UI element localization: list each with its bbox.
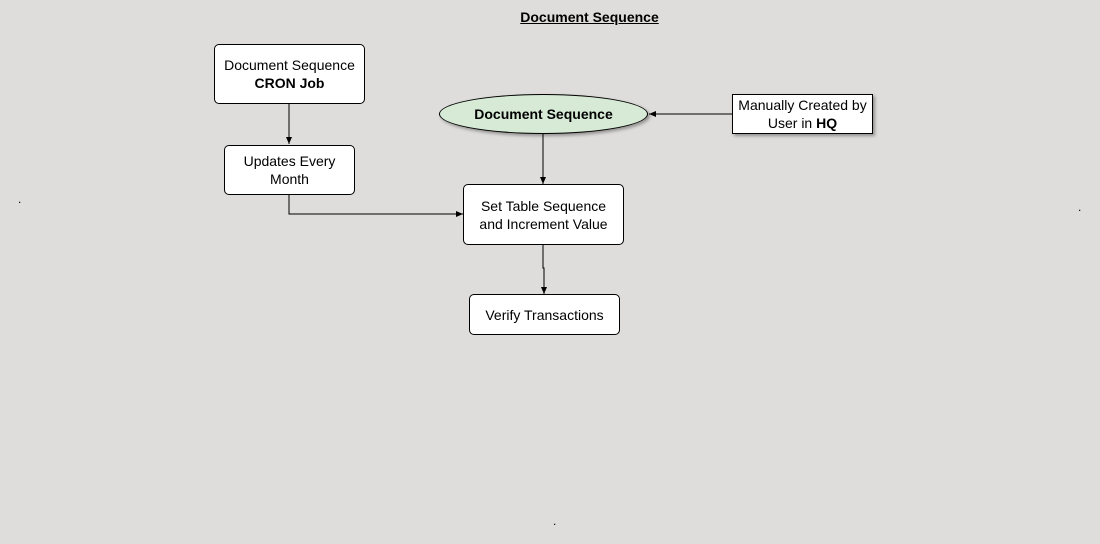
node-set-table-sequence[interactable]: Set Table Sequence and Increment Value [463, 184, 624, 245]
node-document-sequence[interactable]: Document Sequence [439, 94, 648, 134]
node-set-table-line1: Set Table Sequence [480, 197, 607, 214]
node-verify-label: Verify Transactions [485, 306, 604, 323]
edge-set-table-to-verify [541, 244, 547, 294]
node-updates-line2: Month [270, 171, 309, 187]
node-document-sequence-label: Document Sequence [474, 106, 613, 122]
diagram-title: Document Sequence [520, 9, 659, 25]
node-set-table-line2: and Increment Value [479, 215, 608, 232]
node-manually-created[interactable]: Manually Created by User in HQ [732, 94, 873, 134]
stray-dot-left: . [18, 192, 22, 206]
node-verify-transactions[interactable]: Verify Transactions [469, 294, 620, 335]
node-updates-line1: Updates Every [243, 153, 336, 169]
stray-dot-right: . [1078, 200, 1082, 214]
node-updates-every-month[interactable]: Updates Every Month [224, 145, 355, 195]
stray-dot-bottom: . [553, 514, 557, 528]
edge-updates-to-set-table [288, 194, 463, 217]
node-cron-job-line2: CRON Job [254, 75, 325, 91]
node-manual-line1: Manually Created by [738, 97, 867, 113]
node-manual-line2-bold: HQ [816, 115, 838, 131]
node-manual-line2: User in HQ [738, 114, 866, 132]
node-cron-job-line1: Document Sequence [224, 57, 355, 73]
node-manual-line2-prefix: User in [767, 115, 817, 131]
node-cron-job[interactable]: Document Sequence CRON Job [214, 44, 365, 104]
